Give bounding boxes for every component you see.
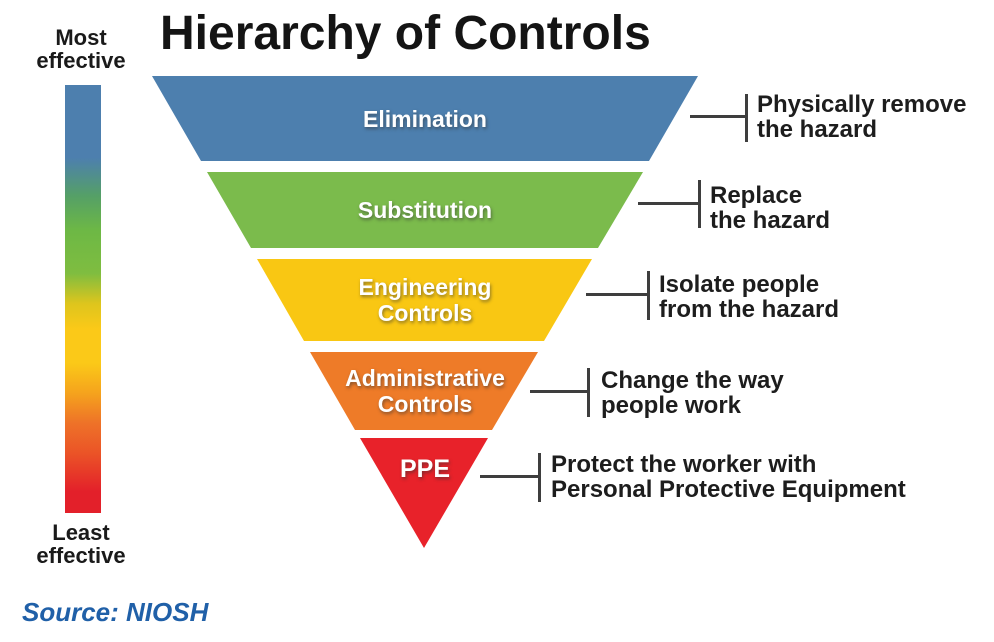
annotation-line: Personal Protective Equipment [551, 476, 906, 503]
annotation-line: Protect the worker with [551, 451, 817, 478]
annotation-administrative-controls: Change the way people work [601, 368, 784, 418]
level-label-line: Administrative [345, 365, 505, 391]
level-label-elimination: Elimination [363, 105, 487, 132]
most-effective-label: Most effective [36, 25, 126, 73]
level-label-engineering-controls: Engineering Controls [359, 274, 492, 326]
annotation-line: Replace [710, 182, 803, 209]
annotation-line: the hazard [757, 116, 878, 143]
least-effective-label: Least effective [36, 520, 126, 568]
pyramid-level-substitution: Substitution [207, 172, 643, 248]
connector-tick-substitution [698, 180, 701, 228]
level-label-administrative-controls: Administrative Controls [345, 365, 505, 417]
annotation-substitution: Replace the hazard [710, 183, 830, 233]
connector-line-engineering-controls [586, 293, 650, 296]
annotation-line: Physically remove [757, 91, 967, 118]
page-title: Hierarchy of Controls [160, 7, 651, 60]
level-label-line: Controls [377, 300, 473, 326]
effectiveness-gradient-bar [65, 85, 101, 513]
connector-line-administrative-controls [530, 390, 590, 393]
level-label-ppe: PPE [399, 455, 451, 483]
connector-tick-engineering-controls [647, 271, 650, 320]
pyramid-level-engineering-controls: Engineering Controls [257, 259, 592, 341]
level-label-substitution: Substitution [357, 197, 493, 223]
annotation-line: Change the way [601, 367, 784, 394]
connector-line-ppe [480, 475, 541, 478]
connector-tick-administrative-controls [587, 368, 590, 417]
annotation-engineering-controls: Isolate people from the hazard [659, 272, 839, 322]
connector-line-substitution [638, 202, 701, 205]
connector-tick-elimination [745, 94, 748, 142]
level-label-line: Controls [377, 391, 473, 417]
pyramid-level-administrative-controls: Administrative Controls [310, 352, 538, 430]
annotation-ppe: Protect the worker with Personal Protect… [551, 452, 906, 502]
pyramid-level-elimination: Elimination [152, 76, 698, 161]
source-credit: Source: NIOSH [22, 597, 209, 627]
level-label-line: Engineering [358, 274, 492, 300]
annotation-elimination: Physically remove the hazard [757, 92, 966, 142]
annotation-line: Isolate people [659, 271, 820, 298]
annotation-line: people work [601, 392, 742, 419]
annotation-line: the hazard [710, 207, 831, 234]
annotation-line: from the hazard [659, 296, 840, 323]
connector-tick-ppe [538, 453, 541, 502]
connector-line-elimination [690, 115, 748, 118]
